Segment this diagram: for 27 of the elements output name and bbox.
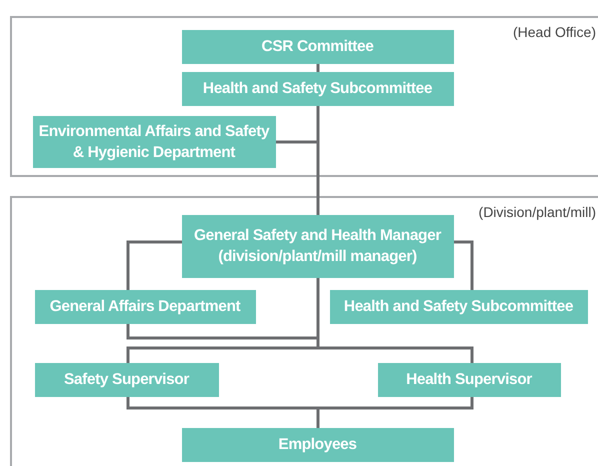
connector-line (316, 397, 474, 428)
box-label: Employees (278, 435, 357, 455)
org-box (34, 290, 256, 324)
section-label: (Division/plant/mill) (478, 204, 596, 220)
connector-line (126, 278, 320, 340)
org-box (32, 116, 276, 168)
box-label: Health Supervisor (406, 370, 532, 390)
box-label: Health and Safety Subcommittee (344, 297, 574, 317)
box-label: Environmental Affairs and Safety & Hygienic Department (38, 122, 270, 162)
org-box (330, 290, 588, 324)
section-label: (Head Office) (513, 24, 596, 40)
box-label: Safety Supervisor (64, 370, 189, 390)
org-box (378, 362, 560, 396)
box-label: CSR Committee (262, 37, 374, 57)
org-box (182, 72, 454, 106)
org-box (182, 214, 454, 278)
box-label: General Affairs Department (50, 297, 240, 317)
box-label: General Safety and Health Manager (division/plant/mill manager) (193, 226, 442, 267)
box-label: Health and Safety Subcommittee (202, 79, 432, 99)
connector-line (454, 240, 474, 290)
org-box (34, 362, 218, 396)
org-box (182, 428, 454, 462)
org-box (182, 30, 454, 64)
section-panel (10, 16, 598, 177)
connector-line (126, 240, 182, 290)
connector-line (316, 64, 320, 72)
section-panel (10, 196, 598, 466)
